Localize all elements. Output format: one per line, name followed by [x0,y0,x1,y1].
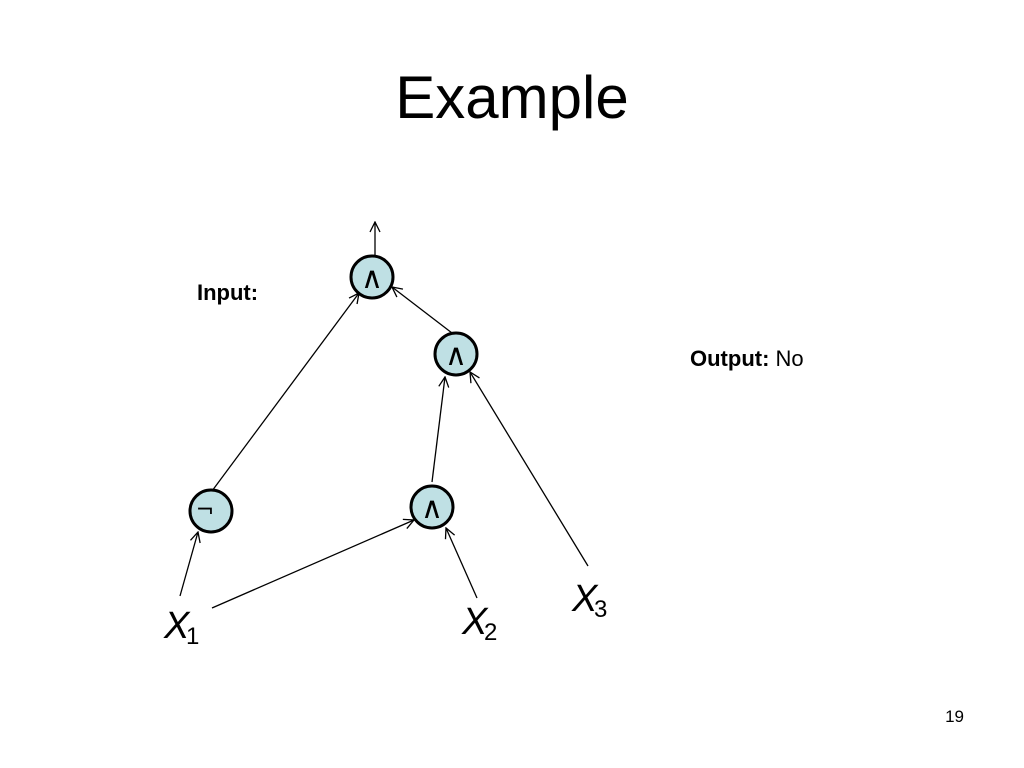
gate-circle [433,331,479,377]
and-symbol: ∧ [421,491,443,526]
wire-and-mid-to-and-top [392,287,453,334]
gate-and-top: ∧ [349,254,395,300]
wire-not-to-and-top [211,293,359,492]
slide-title: Example [395,64,629,131]
gate-circle [349,254,395,300]
not-symbol: ¬ [196,498,214,523]
variable-letter: X [163,605,191,647]
gate-and-mid: ∧ [433,331,479,377]
wire-x2-to-and-low [446,528,478,599]
wire-and-low-to-and-mid [431,377,445,483]
variable-letter: X [461,601,489,643]
input-label: Input: [197,280,259,305]
input-x1: X 1 [163,605,199,650]
input-x3: X 3 [571,578,607,623]
and-symbol: ∧ [445,338,467,373]
gate-and-low: ∧ [409,484,455,530]
wire-x1-to-and-low [211,520,414,609]
page-number: 19 [945,707,964,726]
variable-letter: X [571,578,599,620]
output-value: No [775,346,804,371]
gate-not: ¬ [188,488,234,534]
gate-circle [188,488,234,534]
and-symbol: ∧ [361,261,383,296]
wire-x1-to-not [179,532,198,597]
variable-subscript: 3 [594,596,607,623]
wire-x3-to-and-mid [470,372,589,567]
output-label-text: Output: [690,346,770,371]
input-x2: X 2 [461,601,497,646]
wires [179,222,589,609]
output-label: Output: No [690,346,804,372]
variable-subscript: 1 [186,623,199,650]
gate-circle [409,484,455,530]
variable-subscript: 2 [484,619,497,646]
